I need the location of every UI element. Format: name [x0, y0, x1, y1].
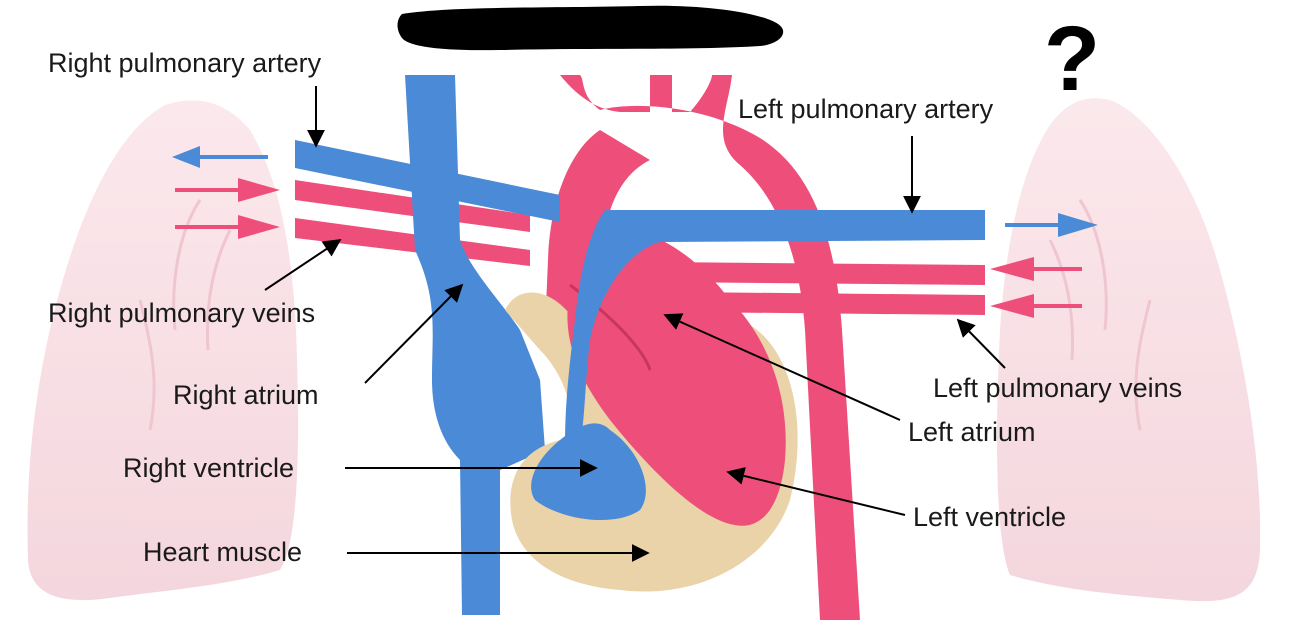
label-right-atrium: Right atrium: [173, 380, 319, 410]
label-heart-muscle: Heart muscle: [143, 537, 302, 567]
pointer-left-atrium: [663, 313, 901, 421]
label-right-ventricle: Right ventricle: [123, 453, 294, 483]
label-right-pulmonary-veins: Right pulmonary veins: [48, 298, 315, 328]
deoxygenated-out-left-arrow: [1005, 213, 1098, 237]
vena-cava: [405, 75, 545, 615]
pointer-right-atrium: [364, 283, 464, 384]
pulmonary-trunk: [565, 210, 985, 445]
question-mark: ?: [1044, 8, 1100, 110]
oxygenated-in-right-arrow-2: [175, 215, 280, 239]
left-pulmonary-veins: [660, 262, 985, 315]
label-left-ventricle: Left ventricle: [913, 502, 1066, 532]
labels: Right pulmonary artery Left pulmonary ar…: [48, 48, 1182, 567]
deoxygenated-out-right-arrow: [172, 146, 268, 168]
pointer-lines: [264, 86, 1006, 562]
right-lung: [27, 100, 299, 601]
flow-arrows: [172, 146, 1098, 318]
label-left-pulmonary-veins: Left pulmonary veins: [933, 373, 1182, 403]
right-pulmonary-artery: [295, 140, 560, 222]
label-left-pulmonary-artery: Left pulmonary artery: [738, 94, 994, 124]
redaction-mark: [397, 5, 784, 51]
left-heart: [567, 228, 786, 526]
pointer-left-ventricle: [726, 467, 906, 516]
oxygenated-in-left-arrow-2: [990, 294, 1082, 318]
oxygenated-in-left-arrow-1: [990, 257, 1082, 281]
label-right-pulmonary-artery: Right pulmonary artery: [48, 48, 322, 78]
label-left-atrium: Left atrium: [908, 417, 1036, 447]
pointer-right-pulmonary-veins: [264, 239, 342, 291]
oxygenated-in-right-arrow-1: [175, 178, 280, 202]
pointer-left-pulmonary-veins: [956, 318, 1006, 369]
